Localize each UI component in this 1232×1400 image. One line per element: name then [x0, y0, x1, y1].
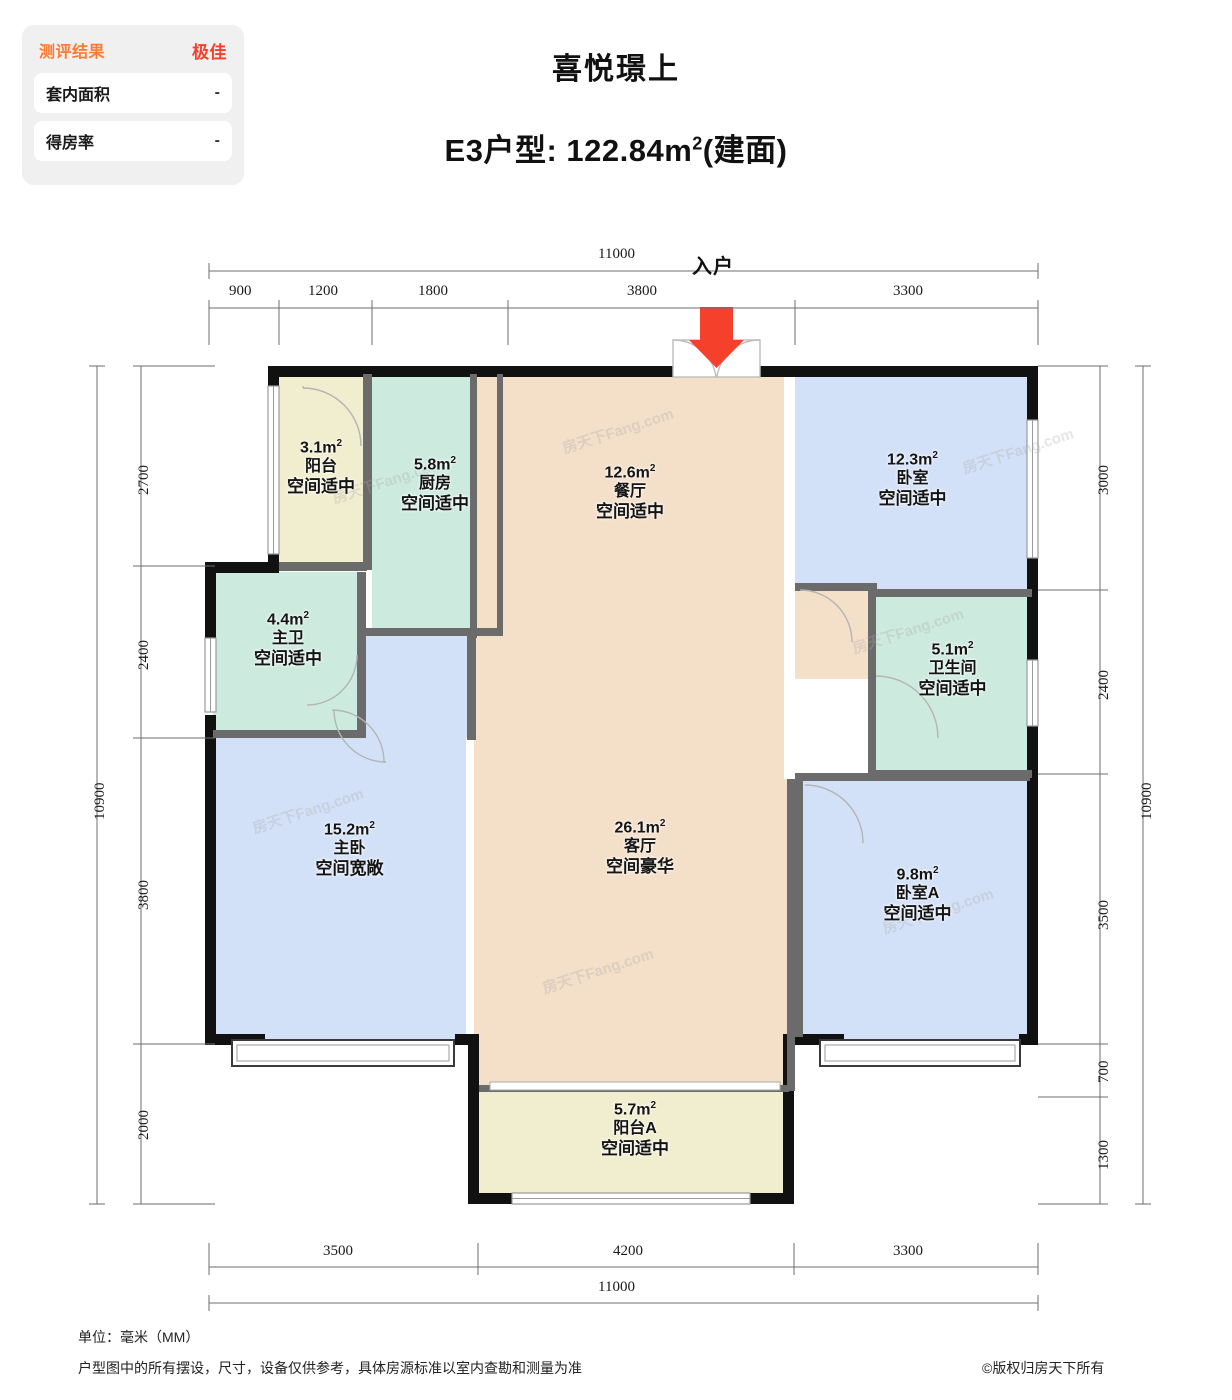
footer-unit-note: 单位：毫米（MM）: [78, 1329, 200, 1345]
dim-right-total: 10900: [1139, 782, 1155, 821]
room-fill-dining: [474, 374, 784, 779]
door-bathroom: [875, 675, 939, 739]
footer-disclaimer: 户型图中的所有摆设，尺寸，设备仅供参考，具体房源标准以室内查勘和测量为准: [78, 1360, 582, 1376]
wall-balconyA-left: [468, 1089, 479, 1204]
partition-balcony-kitchen: [363, 374, 372, 570]
partition-bathroom-top: [872, 589, 1032, 597]
entrance-label: 入户: [692, 256, 734, 278]
room-fill-masterbed: [213, 736, 466, 1040]
dim-top-seg-4: 3300: [893, 283, 923, 299]
eval-row-value: -: [214, 84, 220, 101]
room-fill-bedroom: [795, 374, 1030, 589]
evaluation-card-header: 测评结果 极佳: [34, 35, 232, 65]
evaluation-grade: 极佳: [192, 42, 227, 62]
window-balconyA-door: [489, 1081, 781, 1091]
door-balcony: [302, 387, 362, 447]
footer-copyright: ©版权归房天下所有: [982, 1360, 1105, 1376]
wall-top-left: [268, 366, 673, 377]
partition-kitchen-bottom: [365, 628, 503, 636]
wall-right-low: [1027, 771, 1038, 1045]
eval-row-interior-area: 套内面积 -: [34, 73, 232, 113]
unit-title-prefix: E3户型: 122.84m: [444, 133, 693, 168]
dim-right-seg-2: 3500: [1096, 900, 1112, 930]
dim-right-seg-3: 700: [1096, 1060, 1112, 1084]
dim-top-total: 11000: [598, 246, 635, 262]
wall-left-mid: [205, 562, 216, 682]
room-fill-balconyA: [479, 1089, 790, 1197]
room-fills: [213, 374, 1030, 1197]
dim-left-total: 10900: [92, 782, 108, 821]
partition-corridor-right: [467, 634, 476, 740]
partition-balcony-bottom: [279, 562, 367, 571]
wall-left-low: [205, 715, 216, 1045]
dim-top-seg-0: 900: [229, 283, 252, 299]
eval-row-key: 套内面积: [46, 87, 111, 104]
door-masterbed: [331, 709, 385, 763]
evaluation-card: 测评结果 极佳 套内面积 - 得房率 -: [22, 25, 244, 185]
partition-kitchen-right: [497, 374, 503, 634]
partition-bathroom-left: [868, 589, 876, 777]
partition-dining-left: [470, 374, 477, 638]
partition-masterbath-bottom: [213, 730, 365, 738]
dimension-lines: [89, 263, 1151, 1311]
door-bedroom: [799, 589, 853, 643]
unit-title-superscript: 2: [692, 133, 703, 154]
room-fill-living: [474, 779, 794, 1089]
dim-left-seg-0: 2700: [136, 465, 152, 495]
entrance-arrow-icon: [689, 307, 744, 368]
partition-bedroom-bottom: [795, 583, 877, 591]
room-fill-corridor: [365, 634, 475, 738]
dim-bottom-seg-0: 3500: [323, 1243, 353, 1259]
wall-balconyA-right: [783, 1089, 794, 1204]
partition-living-right: [787, 779, 795, 1091]
eval-row-key: 得房率: [46, 135, 95, 152]
wall-balconyA-left-upper: [468, 1034, 479, 1094]
windows: [204, 385, 1039, 1205]
dim-left-seg-3: 2000: [136, 1110, 152, 1140]
partition-masterbath-right: [357, 572, 366, 738]
page-title: 喜悦璟上: [552, 53, 680, 86]
dim-bottom-total: 11000: [598, 1279, 635, 1295]
unit-type-title: E3户型: 122.84m2(建面): [0, 125, 1232, 170]
door-masterbath: [306, 654, 358, 706]
dim-right-seg-0: 3000: [1096, 465, 1112, 495]
door-bedroomA: [804, 784, 864, 844]
dim-top-seg-3: 3800: [627, 283, 657, 299]
partition-bedroomA-left: [795, 773, 803, 1037]
dim-left-seg-1: 2400: [136, 640, 152, 670]
wall-bottom-masterbed-2: [455, 1034, 479, 1045]
partition-bedroomA-top: [795, 773, 1030, 781]
room-fill-masterbath: [213, 572, 365, 736]
eval-row-value: -: [214, 132, 220, 149]
dim-bottom-seg-2: 3300: [893, 1243, 923, 1259]
wall-top-right: [760, 366, 1038, 377]
door-masterbed-2: [333, 709, 387, 763]
room-fill-bath-entry: [795, 589, 873, 679]
eval-row-space-ratio: 得房率 -: [34, 121, 232, 161]
dim-top-seg-2: 1800: [418, 283, 448, 299]
wall-balconyA-bottom-l: [468, 1193, 518, 1204]
dim-top-seg-1: 1200: [308, 283, 338, 299]
dim-right-seg-4: 1300: [1096, 1140, 1112, 1170]
wall-balconyA-bottom-r: [745, 1193, 794, 1204]
room-fill-balcony: [279, 374, 364, 566]
room-fill-bathroom: [872, 594, 1030, 774]
evaluation-label: 测评结果: [39, 44, 106, 61]
door-swings: [302, 386, 939, 844]
room-fill-bedroomA: [800, 779, 1030, 1039]
entrance-door: [672, 307, 761, 378]
wall-step-top: [205, 562, 279, 573]
dim-left-seg-2: 3800: [136, 880, 152, 910]
unit-title-suffix: (建面): [702, 133, 788, 168]
dim-bottom-seg-1: 4200: [613, 1243, 643, 1259]
dim-right-seg-1: 2400: [1096, 670, 1112, 700]
